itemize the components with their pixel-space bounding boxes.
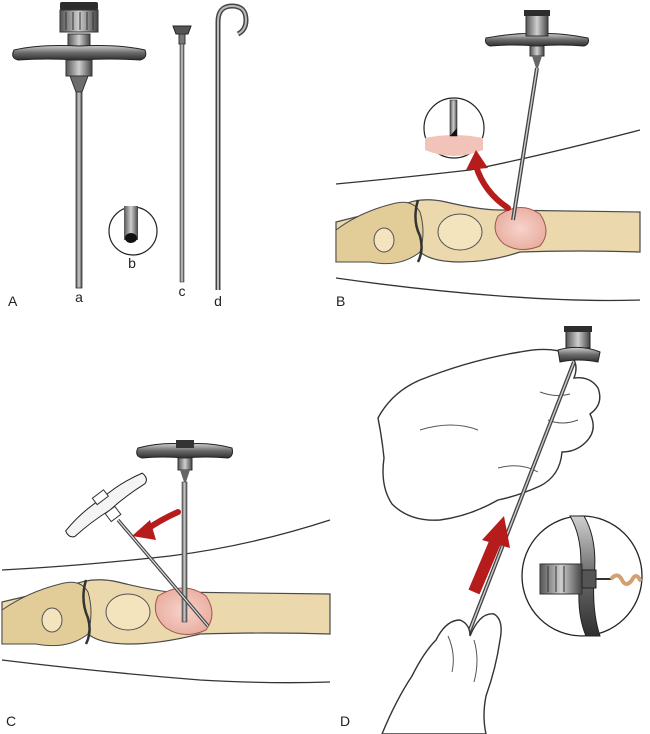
skin-lower-line-b (335, 277, 641, 302)
panel-c: C (1, 440, 331, 729)
arrow-c (132, 509, 181, 540)
needle-a-shaft (75, 91, 83, 289)
panel-a: b a c d A (8, 2, 249, 309)
needle-d-hub (557, 326, 601, 363)
bevel-inset-b (108, 206, 158, 256)
panel-b: B (335, 10, 641, 309)
needle-a-stylet-cap (59, 2, 99, 47)
gloved-hand-lower (381, 613, 502, 734)
skin-lower-line-c (1, 659, 331, 684)
condyle-b (437, 213, 483, 251)
probe-d (215, 3, 249, 290)
panel-label-c: C (6, 713, 16, 729)
gloved-hand-upper (377, 348, 601, 521)
needle-c-upright (136, 440, 233, 623)
label-a: a (75, 289, 83, 305)
label-b: b (128, 255, 136, 271)
condyle-c (105, 593, 151, 631)
panel-label-b: B (336, 293, 345, 309)
tip-inset-b (423, 97, 485, 159)
hub-inset-d (521, 515, 643, 637)
skin-upper-line-b (335, 129, 641, 185)
joint-line-c (82, 579, 91, 645)
needle-b (485, 10, 589, 221)
panel-label-a: A (8, 293, 18, 309)
arrow-d (468, 516, 510, 595)
needle-a-handle (12, 45, 147, 93)
stylet-c (172, 25, 192, 283)
panel-d: D (340, 326, 643, 734)
arrow-b (466, 150, 511, 211)
panel-label-d: D (340, 713, 350, 729)
skin-upper-line-c (1, 519, 331, 571)
needle-c-tilted (65, 472, 147, 538)
joint-line-b (414, 199, 423, 263)
tissue-mass-b (494, 207, 547, 250)
label-c: c (179, 283, 186, 299)
sesamoid-b (373, 227, 395, 253)
sesamoid-c (41, 607, 63, 633)
label-d: d (214, 293, 222, 309)
